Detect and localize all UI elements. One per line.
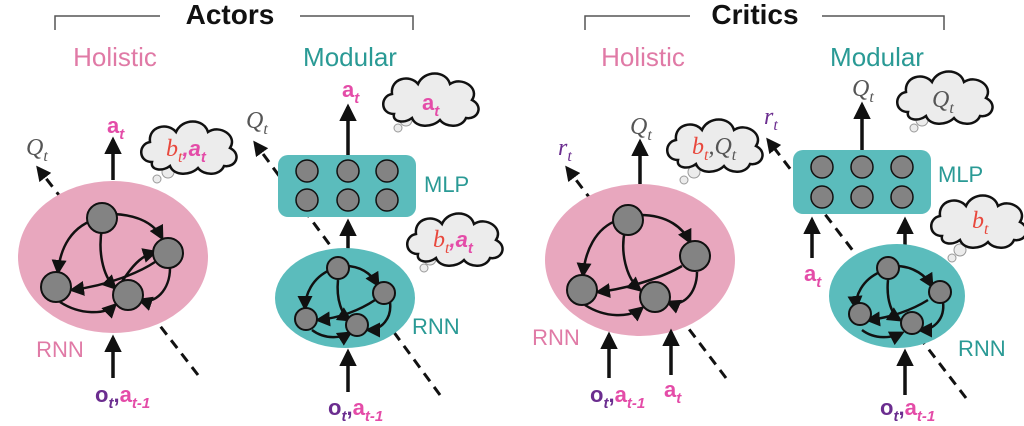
q-output-label: Qt: [26, 135, 48, 165]
actor-holistic-title: Holistic: [73, 42, 157, 72]
actor-holistic-panel: RNN Qt at ot,at-1 bt,at: [18, 113, 238, 412]
critic-modular-title: Modular: [830, 42, 924, 72]
mlp-label: MLP: [938, 162, 983, 187]
rnn-node: [152, 237, 184, 269]
belief-cloud-text: bt: [972, 208, 989, 238]
q-output-label: Qt: [630, 114, 652, 144]
belief-action-cloud-text: bt,at: [166, 136, 207, 166]
critics-header: Critics: [584, 0, 945, 30]
rnn-label: RNN: [532, 325, 580, 350]
input-label: ot,at-1: [95, 382, 150, 412]
rnn-label: RNN: [36, 337, 84, 362]
rnn-label: RNN: [412, 314, 460, 339]
actor-modular-title: Modular: [303, 42, 397, 72]
action-input-label: at: [664, 377, 682, 407]
action-input-label: at: [804, 261, 822, 291]
critic-holistic-title: Holistic: [601, 42, 685, 72]
q-output-label: Qt: [246, 108, 268, 138]
critic-holistic-panel: RNN rt Qt ot,at-1 at bt,Qt: [532, 114, 764, 412]
rnn-node: [40, 271, 72, 303]
rnn-node: [86, 202, 118, 234]
rnn-node: [112, 279, 144, 311]
critic-modular-panel: MLP RNN rt Qt at ot,at-1 Qt bt: [764, 70, 1024, 425]
mlp-label: MLP: [424, 172, 469, 197]
input-label: ot,at-1: [328, 395, 383, 425]
q-output-label: Qt: [852, 76, 874, 106]
action-output-label: at: [342, 77, 360, 107]
action-output-label: at: [107, 113, 125, 143]
critics-title: Critics: [711, 0, 798, 30]
reward-output-label: rt: [764, 104, 778, 134]
belief-q-cloud-text: bt,Qt: [692, 134, 737, 164]
action-cloud-text: at: [422, 90, 440, 120]
q-cloud-text: Qt: [932, 87, 954, 117]
input-label: ot,at-1: [590, 382, 645, 412]
actors-header: Actors: [54, 0, 414, 30]
actors-title: Actors: [186, 0, 275, 30]
reward-output-label: rt: [558, 135, 572, 165]
input-label: ot,at-1: [880, 395, 935, 425]
rnn-label: RNN: [958, 336, 1006, 361]
actor-modular-panel: MLP RNN Qt at ot,at-1 at bt,at: [246, 72, 504, 425]
belief-action-cloud-text: bt,at: [433, 227, 474, 257]
